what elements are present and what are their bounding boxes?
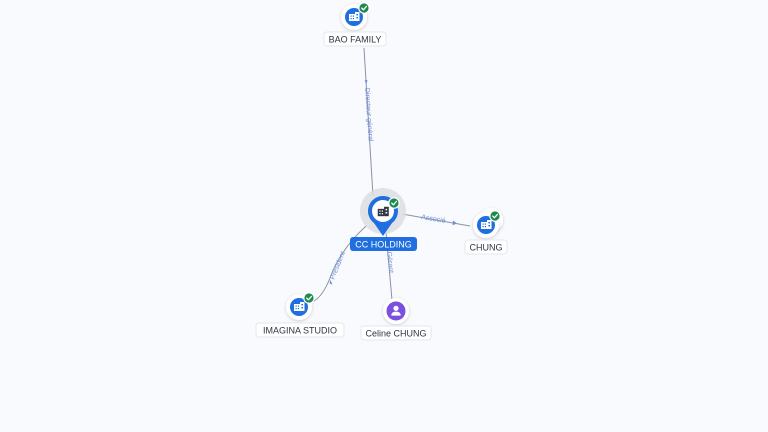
verified-check-icon [489,210,501,222]
node-label-box [464,239,508,255]
node-label-cc-holding: CC HOLDING [355,240,412,250]
node-imagina-studio[interactable]: IMAGINA STUDIO [255,292,345,338]
node-bao-family[interactable]: BAO FAMILY [323,2,387,47]
building-icon [377,206,389,217]
node-cc-holding[interactable]: CC HOLDING [350,188,417,251]
node-label-box [255,322,345,338]
edge-label-president: Président [329,251,347,281]
node-label-celine-chung: Celine CHUNG [365,329,426,339]
pin-tail [374,223,392,236]
arrow-icon [452,220,457,226]
node-label-imagina-studio: IMAGINA STUDIO [263,326,337,336]
verified-check-icon [358,2,370,14]
node-person-circle [386,301,406,321]
edge-bao-to-cc: Directeur général [363,47,374,197]
verified-check-icon [303,292,315,304]
verified-check-icon [388,197,400,209]
node-label-bao-family: BAO FAMILY [329,35,382,45]
node-celine-chung[interactable]: Celine CHUNG [360,298,432,341]
edge-label-gerant: Gérant [385,251,394,273]
arrow-icon [329,279,333,285]
edge-label-associe: Associé [421,214,446,225]
node-label-chung: CHUNG [470,243,503,253]
node-chung[interactable]: CHUNG [464,208,508,255]
arrow-icon [364,80,368,85]
node-label-box [323,31,387,47]
person-icon [391,305,401,316]
edge-cc-to-chung: Associé [401,213,471,227]
node-label-box [360,325,432,341]
node-label-box [350,237,417,251]
edge-label-directeur-general: Directeur général [363,88,374,142]
